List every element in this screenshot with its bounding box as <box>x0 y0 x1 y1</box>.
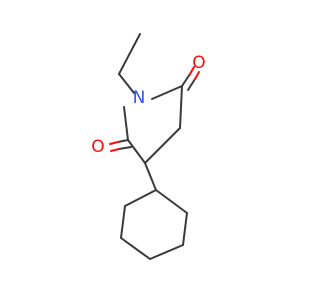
bond-c3-cy1 <box>144 162 157 191</box>
bond-ch3-ch2 <box>118 33 141 75</box>
carbonyl-left <box>109 139 132 152</box>
bond-cy5-cy6 <box>120 205 126 239</box>
structure-diagram: N O O <box>91 33 206 260</box>
oxygen-label-left: O <box>91 137 104 157</box>
bond-c2-o-a-red <box>109 141 119 145</box>
bond-n-c5 <box>151 85 183 100</box>
oxygen-label-right: O <box>192 53 205 73</box>
bond-c2-o-b-red <box>110 148 120 152</box>
bond-cy4-cy5 <box>120 237 151 260</box>
bond-c4-c3 <box>144 127 181 164</box>
bond-c5-o-b <box>187 78 196 91</box>
bond-c5-o-a-red <box>189 66 195 75</box>
cyclohexyl-group <box>120 162 188 260</box>
bond-cy6-cy1 <box>124 189 157 207</box>
bond-c3-c2 <box>127 139 146 164</box>
bond-cy3-cy4 <box>149 244 184 260</box>
bond-c5-o-a <box>181 73 191 87</box>
nitrogen-label: N <box>133 88 146 108</box>
carbonyl-right <box>181 66 200 91</box>
bond-c5-o-b-red <box>194 71 200 80</box>
succinimide-ring <box>123 85 183 164</box>
bond-cy1-cy2 <box>155 189 188 214</box>
bond-c2-o-a <box>117 139 129 143</box>
bond-n-c2 <box>123 106 129 141</box>
bond-cy2-cy3 <box>182 212 188 246</box>
bond-c2-o-b <box>118 146 132 150</box>
ethyl-group <box>118 33 141 94</box>
bond-c5-c4 <box>179 85 183 129</box>
bond-ch2-n <box>118 73 135 94</box>
